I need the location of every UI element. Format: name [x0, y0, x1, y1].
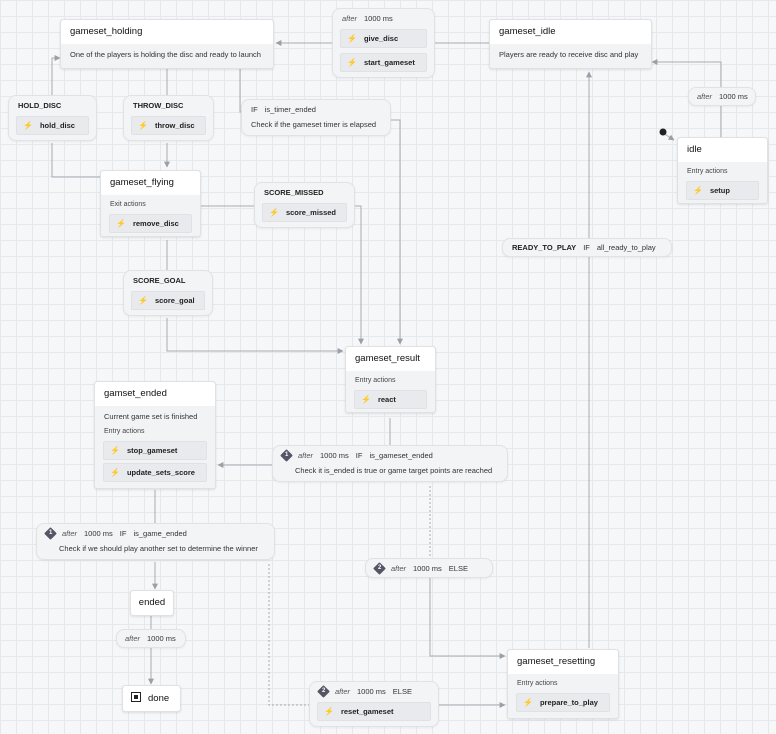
transition-header: HOLD_DISC	[18, 101, 62, 110]
action-update-sets-score[interactable]: ⚡update_sets_score	[103, 462, 207, 482]
final-state-icon	[131, 692, 141, 702]
bolt-icon: ⚡	[269, 208, 279, 217]
transition-score-missed[interactable]: SCORE_MISSED ⚡score_missed	[254, 182, 355, 228]
state-title: gameset_result	[346, 347, 435, 371]
state-gameset-resetting[interactable]: gameset_resetting Entry actions ⚡prepare…	[507, 649, 619, 719]
state-title: gameset_flying	[101, 171, 200, 195]
priority-badge: 1	[44, 527, 57, 540]
transition-header: SCORE_GOAL	[133, 276, 186, 285]
action-give-disc[interactable]: ⚡give_disc	[340, 29, 427, 48]
action-throw-disc[interactable]: ⚡throw_disc	[131, 116, 206, 135]
state-title: gamset_ended	[95, 382, 215, 406]
entry-actions-label: Entry actions	[517, 680, 558, 687]
bolt-icon: ⚡	[324, 707, 334, 716]
state-title-row: done	[123, 686, 180, 711]
transition-note: Check if we should play another set to d…	[59, 544, 258, 553]
initial-state-dot	[659, 128, 667, 136]
bolt-icon: ⚡	[693, 186, 703, 195]
state-description: Current game set is finished	[104, 412, 198, 421]
entry-actions-label: Entry actions	[104, 427, 145, 435]
state-title: done	[148, 693, 170, 704]
priority-badge: 2	[317, 685, 330, 698]
entry-actions-label: Entry actions	[355, 377, 396, 384]
transition-note: Check if the gameset timer is elapsed	[251, 120, 377, 129]
action-react[interactable]: ⚡react	[354, 390, 427, 409]
state-gameset-result[interactable]: gameset_result Entry actions ⚡react	[345, 346, 436, 413]
bolt-icon: ⚡	[361, 395, 371, 404]
state-title: gameset_idle	[490, 20, 651, 44]
state-ended[interactable]: ended	[130, 590, 174, 616]
bolt-icon: ⚡	[347, 58, 357, 67]
priority-badge: 1	[280, 449, 293, 462]
action-start-gameset[interactable]: ⚡start_gameset	[340, 53, 427, 72]
transition-note: Check it is_ended is true or game target…	[295, 466, 493, 475]
action-stop-gameset[interactable]: ⚡stop_gameset	[103, 440, 207, 460]
bolt-icon: ⚡	[110, 467, 120, 477]
exit-actions-label: Exit actions	[110, 201, 146, 208]
bolt-icon: ⚡	[347, 34, 357, 43]
state-gameset-holding[interactable]: gameset_holding One of the players is ho…	[60, 19, 274, 69]
action-prepare-to-play[interactable]: ⚡prepare_to_play	[516, 693, 610, 712]
transition-hold-disc[interactable]: HOLD_DISC ⚡hold_disc	[8, 95, 97, 141]
transition-score-goal[interactable]: SCORE_GOAL ⚡score_goal	[123, 270, 213, 316]
transition-throw-disc[interactable]: THROW_DISC ⚡throw_disc	[123, 95, 214, 141]
state-title: gameset_resetting	[508, 650, 618, 674]
action-hold-disc[interactable]: ⚡hold_disc	[16, 116, 89, 135]
priority-badge: 2	[373, 562, 386, 575]
action-remove-disc[interactable]: ⚡remove_disc	[109, 214, 192, 233]
transition-header: THROW_DISC	[133, 101, 184, 110]
state-description: Players are ready to receive disc and pl…	[499, 50, 639, 59]
bolt-icon: ⚡	[523, 698, 533, 707]
state-idle[interactable]: idle Entry actions ⚡setup	[677, 137, 768, 204]
bolt-icon: ⚡	[138, 296, 148, 305]
state-gamset-ended[interactable]: gamset_ended Current game set is finishe…	[94, 381, 216, 489]
state-title: idle	[678, 138, 767, 162]
transition-header: SCORE_MISSED	[264, 188, 324, 197]
bolt-icon: ⚡	[138, 121, 148, 130]
state-title: ended	[131, 591, 173, 615]
state-title: gameset_holding	[61, 20, 273, 44]
entry-actions-label: Entry actions	[687, 168, 728, 175]
action-reset-gameset[interactable]: ⚡reset_gameset	[317, 702, 431, 721]
state-done[interactable]: done	[122, 685, 181, 712]
action-score-missed[interactable]: ⚡score_missed	[262, 203, 347, 222]
action-score-goal[interactable]: ⚡score_goal	[131, 291, 205, 310]
bolt-icon: ⚡	[23, 121, 33, 130]
state-gameset-flying[interactable]: gameset_flying Exit actions ⚡remove_disc	[100, 170, 201, 237]
bolt-icon: ⚡	[116, 219, 126, 228]
state-description: One of the players is holding the disc a…	[70, 50, 261, 59]
state-gameset-idle[interactable]: gameset_idle Players are ready to receiv…	[489, 19, 652, 69]
action-setup[interactable]: ⚡setup	[686, 181, 759, 200]
bolt-icon: ⚡	[110, 445, 120, 455]
